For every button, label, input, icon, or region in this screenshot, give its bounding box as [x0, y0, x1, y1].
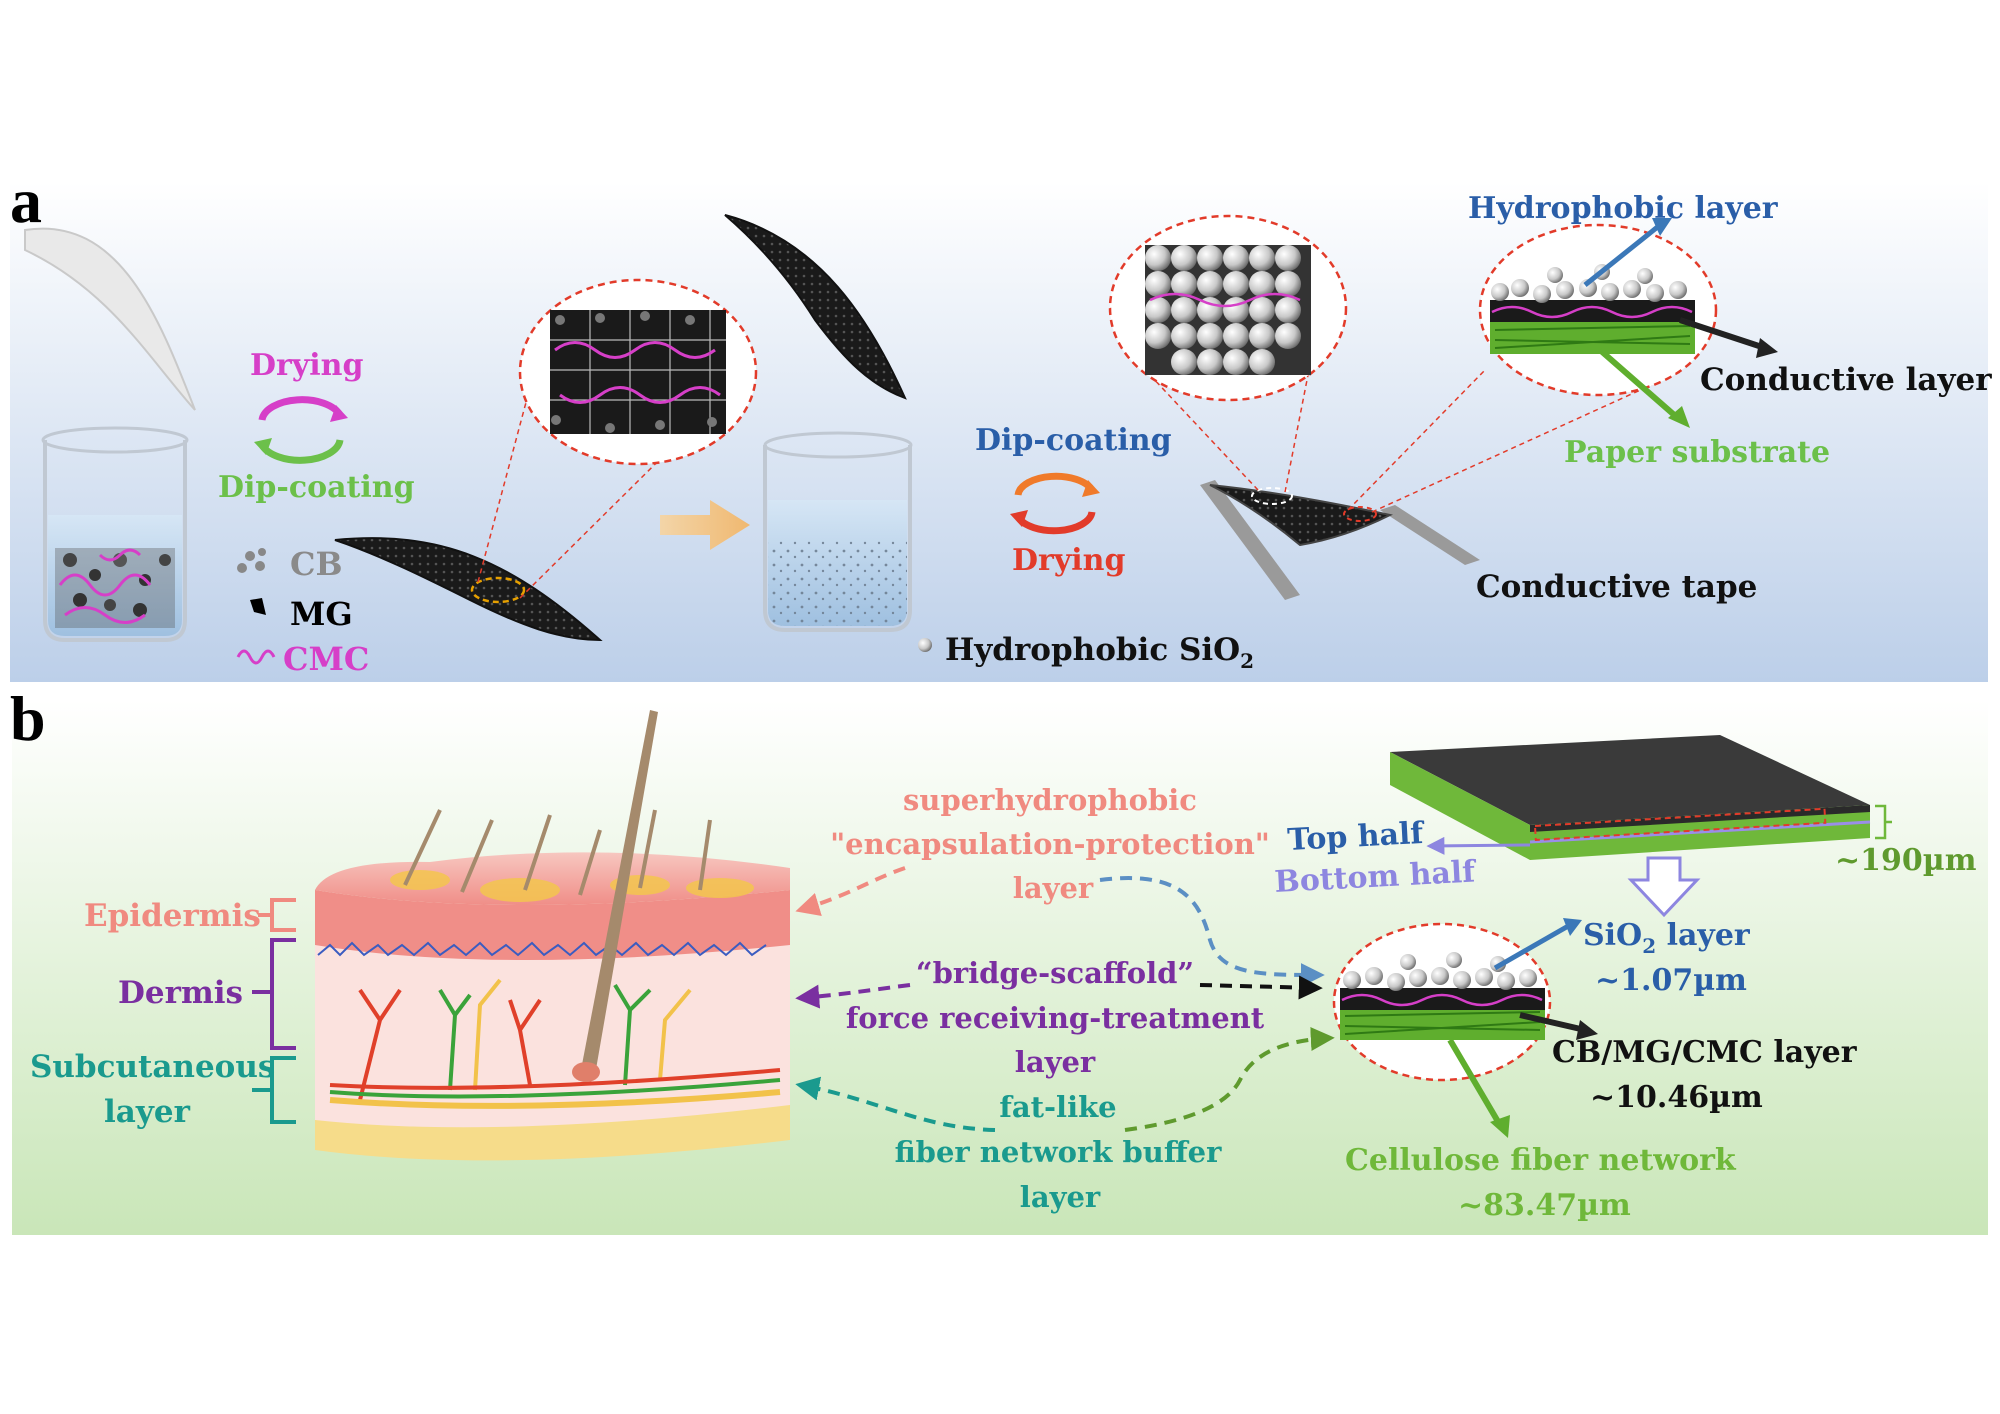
legend-cmc: CMC — [236, 640, 369, 678]
white-paper-sheet — [24, 227, 196, 411]
epidermis-front — [315, 890, 790, 960]
legend-cb: CB — [237, 545, 343, 583]
midplane-arrow — [1426, 836, 1531, 855]
epidermis-bracket — [258, 898, 296, 932]
drying-label: Drying — [250, 348, 363, 383]
dermis-label: Dermis — [118, 975, 243, 1011]
zoom-circle-cb-network — [518, 278, 758, 466]
fat-line3: layer — [1020, 1180, 1101, 1214]
black-sheet-top — [724, 214, 907, 400]
zoom-circle-layers-b — [1332, 922, 1552, 1082]
hydrophobic-layer-label: Hydrophobic layer — [1468, 191, 1779, 226]
sio2-ball-icon — [918, 638, 932, 652]
conductive-pointer — [1679, 317, 1766, 351]
skin-illustration — [315, 710, 790, 1161]
bridge-line3: layer — [1015, 1045, 1096, 1079]
dip-coating-label: Dip-coating — [218, 470, 415, 505]
panel-b: b — [10, 683, 1988, 1235]
sio2-thickness-label: ~1.07µm — [1595, 963, 1747, 998]
coated-sheet — [334, 537, 603, 642]
ink-particles — [55, 548, 175, 628]
zoom-origin-1 — [470, 576, 526, 604]
arrow-to-sio2 — [1099, 876, 1325, 987]
superhydrophobic-line3: layer — [1013, 871, 1094, 905]
cb-layer-label: CB/MG/CMC layer — [1552, 1035, 1858, 1070]
beaker-sio2 — [763, 431, 913, 632]
subcutaneous-label-1: Subcutaneous — [30, 1049, 275, 1085]
cmc-icon — [236, 649, 276, 665]
cellulose-pointer — [1447, 1038, 1503, 1127]
legend-mg-label: MG — [290, 595, 353, 633]
beaker-ink — [41, 426, 189, 642]
paper-substrate-label: Paper substrate — [1564, 435, 1830, 470]
midplane-line — [1529, 820, 1871, 844]
arrow-to-subcutaneous — [795, 1076, 996, 1132]
total-thickness-label: ~190µm — [1835, 843, 1977, 878]
zoom-circle-layers — [1478, 223, 1718, 397]
superhydrophobic-line1: superhydrophobic — [903, 783, 1197, 817]
down-arrow-icon — [1627, 856, 1701, 918]
hair-bulb — [572, 1062, 600, 1082]
thickness-bracket — [1875, 804, 1892, 840]
sio2-ball-grid — [1145, 245, 1311, 375]
hairs — [403, 809, 712, 896]
arrow-to-cellulose — [1124, 1026, 1335, 1132]
arrow-to-epidermis — [795, 866, 906, 916]
dermis-bracket — [252, 938, 296, 1050]
cb-pointer — [1519, 1012, 1586, 1033]
dermal-border — [317, 941, 767, 957]
cycle-arrows-1 — [254, 396, 348, 464]
mg-icon — [250, 598, 266, 615]
cellulose-thickness-label: ~83.47µm — [1458, 1188, 1631, 1223]
conductive-tape-label: Conductive tape — [1476, 569, 1757, 605]
panel-a: a Drying Dip-c — [10, 165, 1992, 682]
superhydrophobic-line2: "encapsulation-protection" — [830, 827, 1270, 861]
sio2-pointer — [1493, 922, 1572, 971]
cycle-arrows-2 — [1010, 472, 1100, 535]
conductive-layer-label: Conductive layer — [1700, 362, 1992, 398]
cb-icon — [237, 548, 266, 573]
hydrophobic-sio2-label: Hydrophobic SiO2 — [945, 632, 1254, 673]
fat-line2: fiber network buffer — [895, 1135, 1223, 1169]
paper-pointer — [1598, 347, 1682, 423]
dip-coating-label-2: Dip-coating — [975, 423, 1172, 458]
panel-a-letter: a — [10, 165, 42, 236]
main-hair — [580, 710, 658, 1075]
legend-cb-label: CB — [290, 545, 343, 583]
sio2-layer-label: SiO2 layer — [1583, 918, 1751, 958]
sensor-device — [1200, 480, 1480, 600]
legend-mg: MG — [250, 595, 353, 633]
subcutaneous-label-2: layer — [104, 1094, 191, 1130]
zoom-box — [1533, 807, 1827, 842]
subcutaneous-bracket — [252, 1056, 296, 1124]
drying-label-2: Drying — [1012, 543, 1125, 578]
cellulose-label: Cellulose fiber network — [1345, 1143, 1737, 1178]
top-half-label: Top half — [1287, 816, 1427, 858]
hydrophobic-balls — [1491, 264, 1687, 303]
bridge-line1: “bridge-scaffold” — [916, 956, 1194, 990]
cb-thickness-label: ~10.46µm — [1590, 1080, 1763, 1115]
zoom-circle-sio2 — [1108, 214, 1348, 402]
legend-cmc-label: CMC — [283, 640, 369, 678]
epidermis-label: Epidermis — [84, 898, 261, 934]
conductive-layer — [1490, 300, 1695, 322]
skin-surface — [315, 852, 790, 905]
process-arrow — [660, 500, 750, 550]
fat-line1: fat-like — [999, 1090, 1116, 1124]
panel-b-letter: b — [10, 683, 46, 754]
vessels — [329, 978, 781, 1109]
bridge-line2: force receiving-treatment — [846, 1001, 1265, 1035]
hydrophobic-pointer — [1583, 223, 1662, 287]
sensor-slab — [1390, 735, 1892, 860]
